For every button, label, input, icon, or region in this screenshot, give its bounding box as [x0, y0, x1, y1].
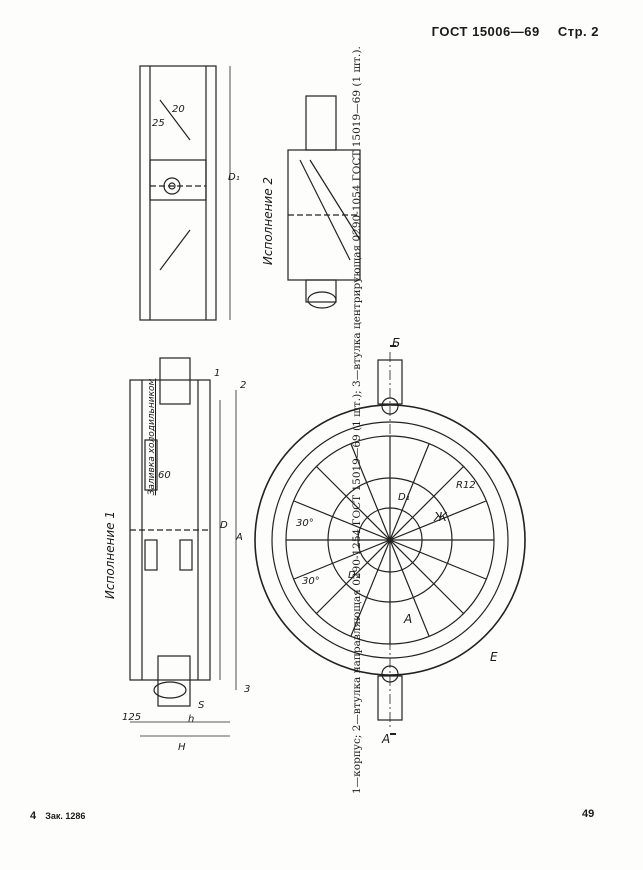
variant-2-side-view	[139, 65, 231, 321]
order-number: Зак. 1286	[45, 811, 86, 821]
dim-h: h	[188, 714, 195, 725]
dim-R12: R12	[456, 480, 476, 491]
angle-30b: 30°	[302, 576, 320, 587]
dim-D: D	[220, 520, 228, 531]
page-header: ГОСТ 15006—69 Стр. 2	[432, 24, 599, 39]
section-A-bottom: А	[382, 732, 391, 746]
footer-number: 4	[30, 810, 37, 822]
angle-30a: 30°	[296, 518, 314, 529]
dim-A: A	[236, 532, 243, 543]
dim-D1: D₁	[228, 172, 240, 183]
dim-25: 25	[152, 118, 165, 129]
dim-H: H	[178, 742, 186, 753]
plan-view	[254, 345, 526, 735]
dim-D2-plan: D₂	[348, 570, 360, 581]
dim-20: 20	[172, 104, 185, 115]
dim-S: S	[198, 700, 205, 711]
callout-3: 3	[244, 684, 251, 695]
callout-2: 2	[240, 380, 247, 391]
dim-12-5: 125	[122, 712, 142, 723]
dim-60: 60	[158, 470, 171, 481]
section-A-inner: А	[404, 612, 413, 626]
dim-D1-plan: D₁	[398, 492, 410, 503]
section-E: Е	[490, 650, 498, 664]
callout-1: 1	[214, 368, 221, 379]
standard-number: ГОСТ 15006—69	[431, 24, 540, 39]
page-label: Стр. 2	[557, 24, 599, 39]
page-number: 49	[582, 808, 595, 820]
variant-1-section	[129, 357, 237, 737]
section-B: Б	[392, 336, 401, 350]
footer-left: 4 Зак. 1286	[30, 810, 85, 822]
section-Zh: Ж	[434, 510, 447, 524]
variant-2-section	[287, 95, 361, 309]
